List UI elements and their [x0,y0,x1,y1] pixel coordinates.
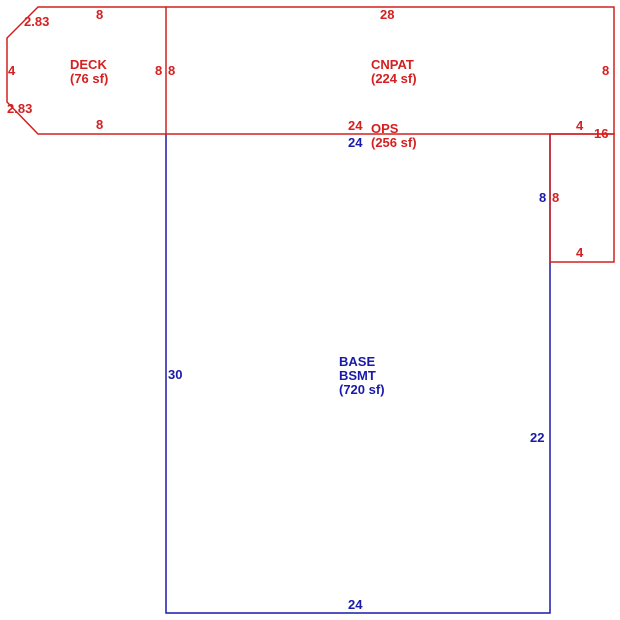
base-bsmt-outline [165,134,551,614]
deck-area: (76 sf) [70,71,108,86]
cnpat-name: CNPAT [371,57,414,72]
deck-outline [6,6,166,135]
ops-dim-inner: 8 [552,190,559,205]
deck-dim-chamfer-bottom: 2.83 [7,101,32,116]
ops-outline [549,133,615,263]
base-area: (720 sf) [339,382,385,397]
deck-dim-left: 4 [8,63,16,78]
cnpat-dim-step: 4 [576,118,584,133]
base-dim-top: 24 [348,135,363,150]
base-subname: BSMT [339,368,376,383]
ops-name: OPS [371,121,399,136]
cnpat-dim-bottom: 24 [348,118,363,133]
ops-dim-bottom: 4 [576,245,584,260]
base-name: BASE [339,354,375,369]
base-dim-left: 30 [168,367,182,382]
deck-dim-chamfer-top: 2.83 [24,14,49,29]
cnpat-area: (224 sf) [371,71,417,86]
ops-dim-right: 16 [594,126,608,141]
base-dim-upper-right: 8 [539,190,546,205]
ops-area: (256 sf) [371,135,417,150]
deck-dim-bottom: 8 [96,117,103,132]
deck-dim-top: 8 [96,7,103,22]
base-dim-bottom: 24 [348,597,363,612]
deck-dim-right: 8 [155,63,162,78]
deck-name: DECK [70,57,107,72]
base-dim-right: 22 [530,430,544,445]
cnpat-dim-right: 8 [602,63,609,78]
cnpat-dim-top: 28 [380,7,394,22]
cnpat-dim-left: 8 [168,63,175,78]
